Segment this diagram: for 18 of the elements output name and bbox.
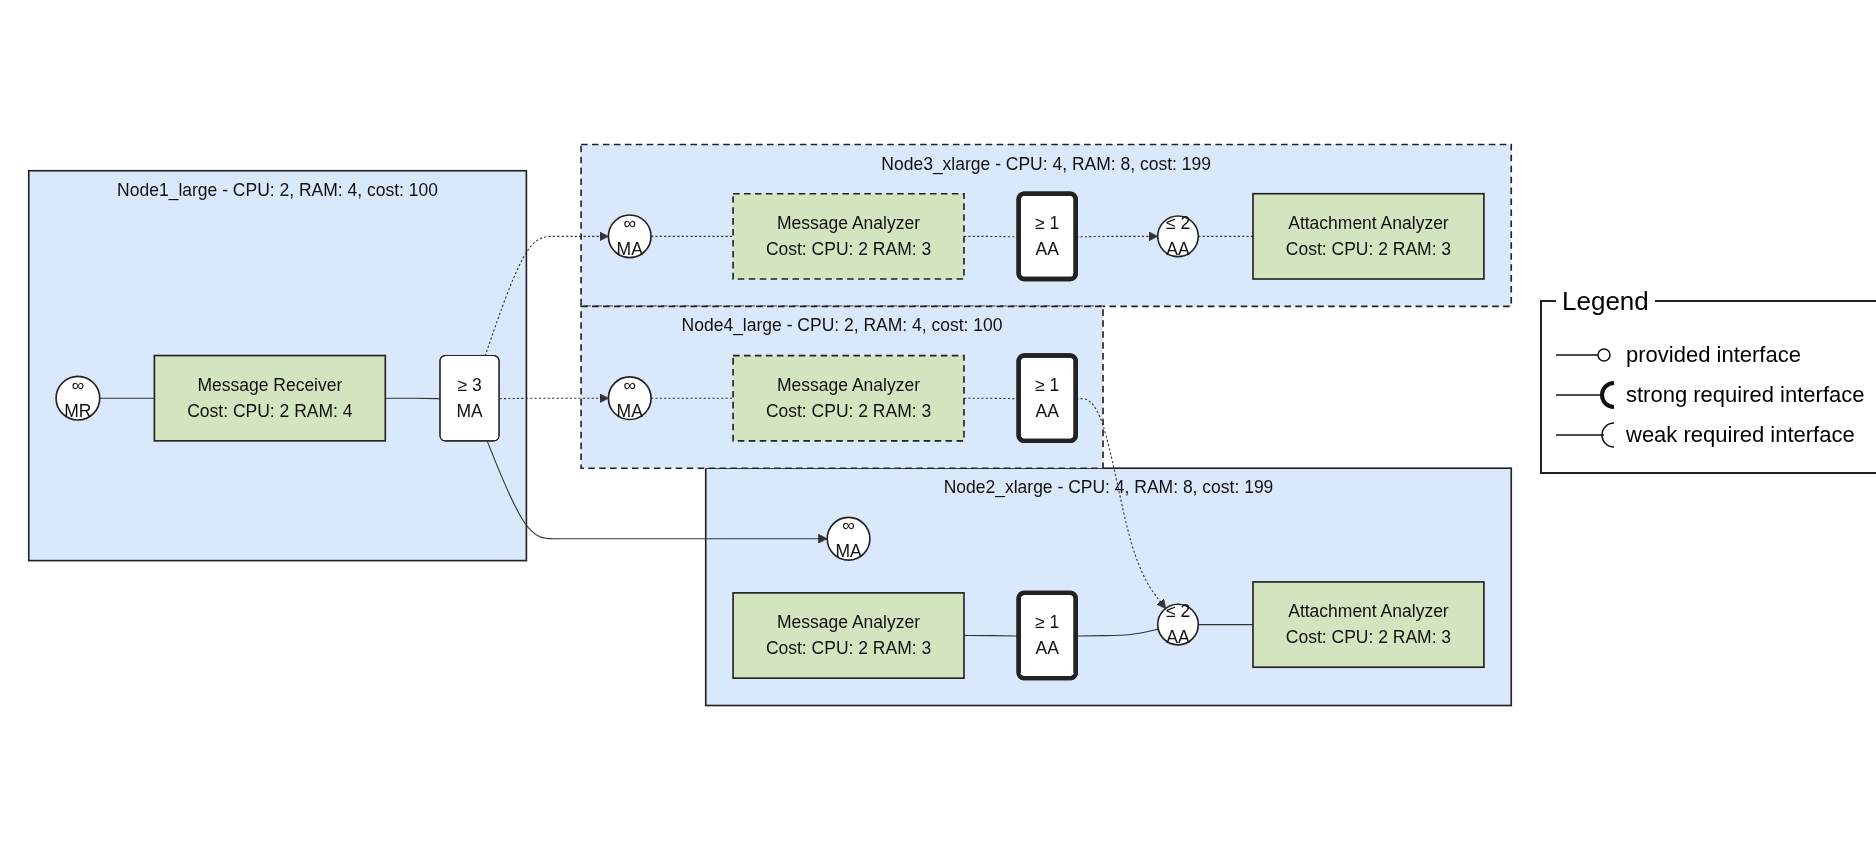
node-box: Attachment Analyzer Cost: CPU: 2 RAM: 3 [1252, 192, 1485, 280]
connector [99, 397, 155, 399]
node-circle: ∞ MA [607, 376, 652, 421]
legend-label: provided interface [1626, 342, 1801, 368]
node-box: Message Analyzer Cost: CPU: 2 RAM: 3 [732, 354, 965, 442]
arrow [486, 440, 828, 544]
node-box: Message Receiver Cost: CPU: 2 RAM: 4 [153, 354, 387, 442]
node-circle: ∞ MR [55, 375, 101, 421]
node-circle: ≤ 2 AA [1156, 215, 1200, 258]
legend-label: weak required interface [1626, 422, 1855, 448]
node-circle: ∞ MA [607, 214, 652, 259]
node-box: Message Analyzer Cost: CPU: 2 RAM: 3 [732, 592, 965, 679]
legend-label: strong required interface [1626, 382, 1865, 408]
node-circle: ∞ MA [826, 516, 871, 561]
node-box: Attachment Analyzer Cost: CPU: 2 RAM: 3 [1252, 581, 1485, 669]
node-circle: ≤ 2 AA [1156, 603, 1200, 646]
arrow [484, 231, 609, 357]
node-box: Message Analyzer Cost: CPU: 2 RAM: 3 [732, 192, 965, 280]
